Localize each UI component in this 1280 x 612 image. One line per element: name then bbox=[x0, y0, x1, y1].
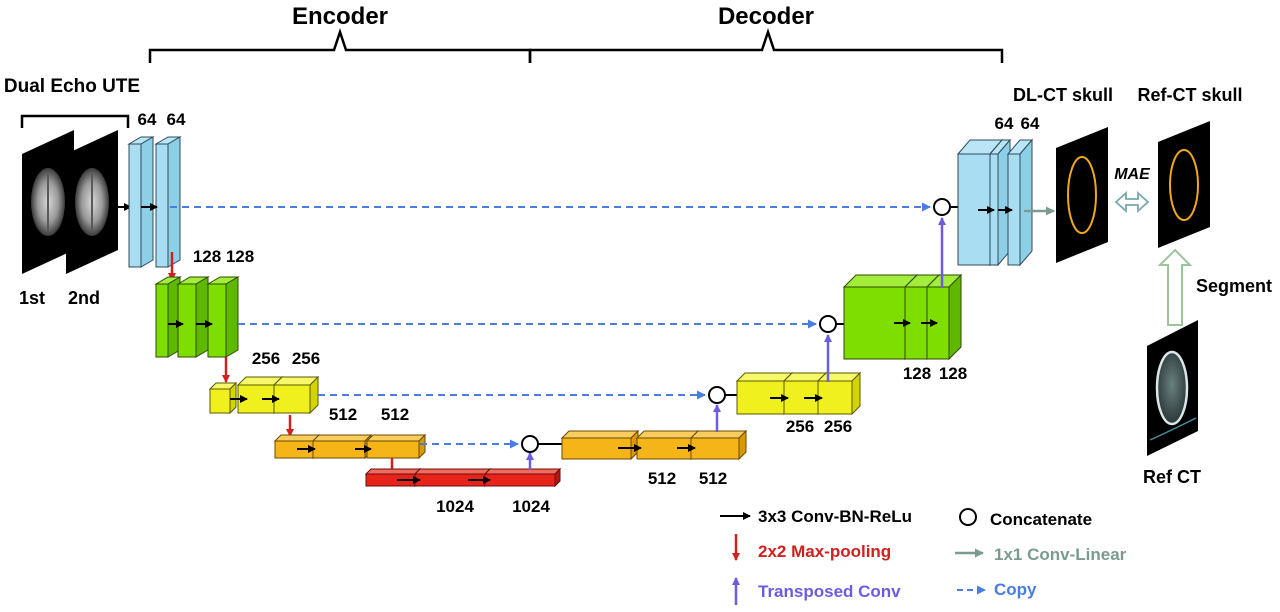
dec4-channels-a: 512 bbox=[648, 469, 676, 488]
enc4-block-c bbox=[365, 433, 427, 460]
enc3-block-c bbox=[272, 375, 320, 415]
input-first-label: 1st bbox=[19, 288, 45, 308]
bottleneck-block-b bbox=[413, 467, 492, 488]
dec3-channels-b: 256 bbox=[824, 417, 852, 436]
dec1-block-b bbox=[988, 138, 1012, 267]
legend-conv-label: 3x3 Conv-BN-ReLu bbox=[758, 507, 912, 526]
enc1-channels-a: 64 bbox=[138, 110, 157, 129]
decoder-heading: Decoder bbox=[718, 3, 814, 30]
ref-ct-label: Ref CT bbox=[1143, 467, 1201, 487]
ref-ct-image bbox=[1147, 320, 1198, 456]
concat-node-1 bbox=[933, 198, 951, 216]
mae-label: MAE bbox=[1114, 166, 1151, 183]
legend-copy-label: Copy bbox=[994, 580, 1037, 599]
bottleneck-channels-a: 1024 bbox=[436, 497, 474, 516]
ref-ct-skull-image bbox=[1158, 121, 1210, 248]
enc2-block-b bbox=[176, 276, 210, 358]
bottleneck-channels-b: 1024 bbox=[512, 497, 550, 516]
enc2-channels-a: 128 bbox=[193, 247, 221, 266]
enc3-channels-b: 256 bbox=[292, 349, 320, 368]
enc1-block-a bbox=[127, 136, 155, 268]
ute-image-2nd bbox=[66, 130, 118, 274]
ute-image-1st bbox=[22, 130, 74, 274]
decoder-brace bbox=[528, 28, 1004, 63]
dec3-channels-a: 256 bbox=[786, 417, 814, 436]
ref-ct-skull-label: Ref-CT skull bbox=[1137, 85, 1242, 105]
enc3-channels-a: 256 bbox=[252, 349, 280, 368]
bottleneck-block-c bbox=[483, 467, 562, 488]
concat-node-4 bbox=[521, 435, 539, 453]
encoder-heading: Encoder bbox=[292, 3, 388, 30]
enc4-block-a bbox=[273, 433, 321, 460]
enc1-block-b bbox=[154, 136, 182, 268]
enc2-block-a bbox=[154, 276, 182, 358]
bottleneck-block-a bbox=[364, 467, 422, 488]
input-bracket bbox=[20, 114, 130, 128]
concat-node-3 bbox=[708, 386, 726, 404]
enc2-channels-b: 128 bbox=[226, 247, 254, 266]
dec2-channels-b: 128 bbox=[939, 364, 967, 383]
dec1-channels-a: 64 bbox=[995, 114, 1014, 133]
enc1-channels-b: 64 bbox=[167, 110, 186, 129]
dec4-block-a bbox=[560, 429, 640, 461]
dec1-block-c bbox=[1006, 138, 1034, 267]
legend-maxpool-label: 2x2 Max-pooling bbox=[758, 542, 891, 561]
enc4-channels-b: 512 bbox=[381, 405, 409, 424]
dec3-block-c bbox=[816, 371, 862, 416]
input-title: Dual Echo UTE bbox=[4, 76, 140, 97]
encoder-brace bbox=[148, 28, 532, 63]
legend-transposed-label: Transposed Conv bbox=[758, 582, 901, 601]
legend-linear-label: 1x1 Conv-Linear bbox=[994, 545, 1127, 564]
dec1-channels-b: 64 bbox=[1021, 114, 1040, 133]
segment-label: Segment bbox=[1196, 276, 1272, 296]
legend: 3x3 Conv-BN-ReLu 2x2 Max-pooling Transpo… bbox=[720, 507, 1127, 605]
concat-node-2 bbox=[819, 315, 837, 333]
dl-ct-label: DL-CT skull bbox=[1013, 85, 1113, 105]
legend-concat-label: Concatenate bbox=[990, 510, 1092, 529]
dec4-channels-b: 512 bbox=[699, 469, 727, 488]
enc2-block-c bbox=[206, 276, 240, 358]
dec2-block-c bbox=[925, 273, 963, 361]
legend-concat-node bbox=[959, 508, 977, 526]
enc4-channels-a: 512 bbox=[329, 405, 357, 424]
mae-double-arrow bbox=[1114, 190, 1150, 214]
dec2-channels-a: 128 bbox=[903, 364, 931, 383]
input-second-label: 2nd bbox=[68, 288, 100, 308]
dec4-block-b bbox=[635, 429, 700, 461]
dl-ct-skull-image bbox=[1056, 127, 1108, 263]
dec4-block-c bbox=[689, 429, 748, 461]
enc4-block-b bbox=[311, 433, 373, 460]
segment-arrow bbox=[1157, 248, 1193, 326]
